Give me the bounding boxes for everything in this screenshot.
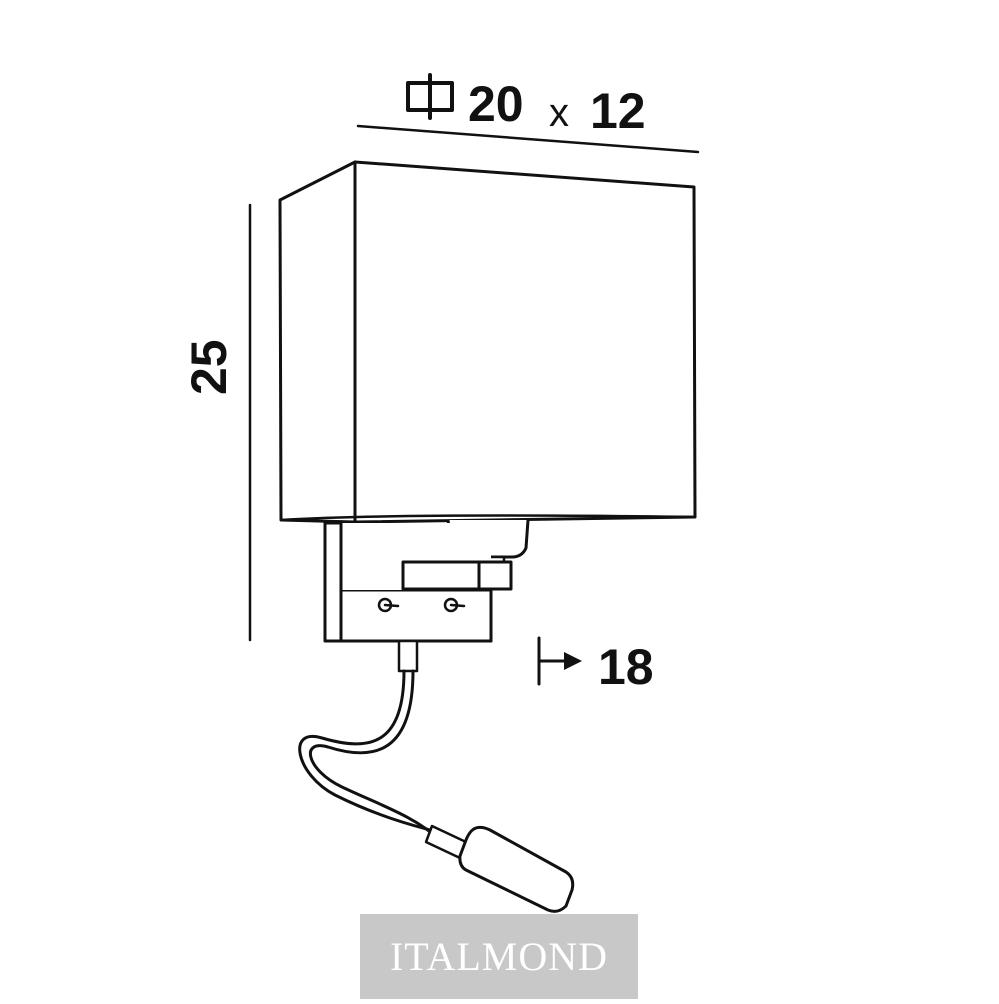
- shade-size-icon: [406, 73, 454, 120]
- toggle-switch-icon: [443, 597, 466, 613]
- shade-width-label: 20: [468, 76, 524, 132]
- wall-back-plate: [323, 521, 493, 643]
- height-label: 25: [181, 339, 237, 395]
- shade-depth-label: 12: [590, 83, 646, 139]
- dimension-times-label: x: [549, 91, 569, 135]
- arrow-right-from-wall-icon: [537, 636, 582, 686]
- brand-name: ITALMOND: [389, 934, 609, 979]
- projection-label: 18: [598, 639, 654, 695]
- flexible-reading-arm: [298, 639, 468, 860]
- brand-logo: ITALMOND: [360, 914, 638, 999]
- reading-spot-head: [458, 825, 575, 913]
- shade-size-dimension-line: [356, 124, 700, 154]
- lamp-shade: [278, 160, 697, 524]
- arm-bracket: [401, 560, 513, 591]
- toggle-switch-icon: [377, 597, 400, 613]
- brand-background: [360, 914, 638, 999]
